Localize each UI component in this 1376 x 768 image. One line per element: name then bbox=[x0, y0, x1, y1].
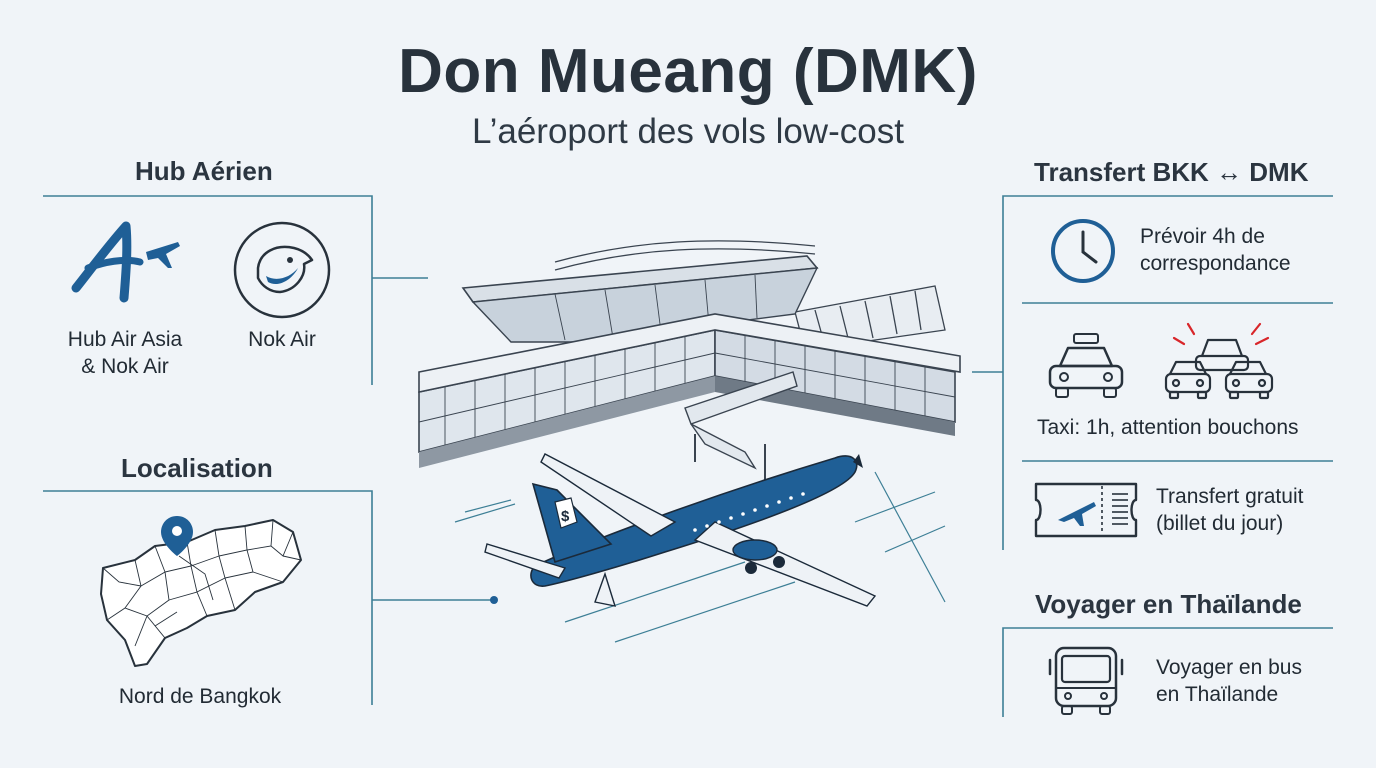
page-title: Don Mueang (DMK) bbox=[398, 37, 978, 106]
bus-line1: Voyager en bus bbox=[1156, 656, 1302, 679]
airasia-label: Hub Air Asia & Nok Air bbox=[62, 326, 188, 380]
nok-air-logo-icon bbox=[232, 220, 332, 320]
bus-line2: en Thaïlande bbox=[1156, 683, 1279, 706]
bus-icon bbox=[1046, 644, 1126, 718]
airasia-label-line1: Hub Air Asia bbox=[67, 328, 183, 351]
airasia-label-line2: & Nok Air bbox=[81, 355, 169, 378]
page-subtitle: L’aéroport des vols low-cost bbox=[472, 112, 904, 151]
ticket-icon bbox=[1032, 480, 1140, 540]
free-transfer-line2: (billet du jour) bbox=[1156, 512, 1284, 535]
connection-text: Prévoir 4h de correspondance bbox=[1140, 223, 1291, 277]
location-label: Nord de Bangkok bbox=[118, 685, 282, 708]
connection-line2: correspondance bbox=[1140, 252, 1291, 275]
traffic-jam-icon bbox=[1164, 318, 1276, 402]
nokair-label: Nok Air bbox=[248, 328, 316, 351]
travel-section-title: Voyager en Thaïlande bbox=[1035, 589, 1302, 619]
location-section-title: Localisation bbox=[121, 453, 273, 483]
clock-icon bbox=[1048, 216, 1118, 286]
airasia-logo-icon bbox=[68, 218, 184, 318]
free-transfer-text: Transfert gratuit (billet du jour) bbox=[1156, 483, 1303, 537]
airport-illustration: $ bbox=[415, 222, 975, 652]
bus-text: Voyager en bus en Thaïlande bbox=[1156, 654, 1302, 708]
free-transfer-line1: Transfert gratuit bbox=[1156, 485, 1304, 508]
transfer-section-title: Transfert BKK ↔ DMK bbox=[1034, 157, 1309, 187]
connection-line1: Prévoir 4h de bbox=[1140, 225, 1265, 248]
taxi-icon bbox=[1044, 332, 1128, 402]
taxi-text: Taxi: 1h, attention bouchons bbox=[1037, 416, 1299, 439]
hub-section-title: Hub Aérien bbox=[135, 156, 273, 186]
svg-text:$: $ bbox=[561, 508, 570, 525]
bangkok-map-icon bbox=[95, 516, 305, 676]
